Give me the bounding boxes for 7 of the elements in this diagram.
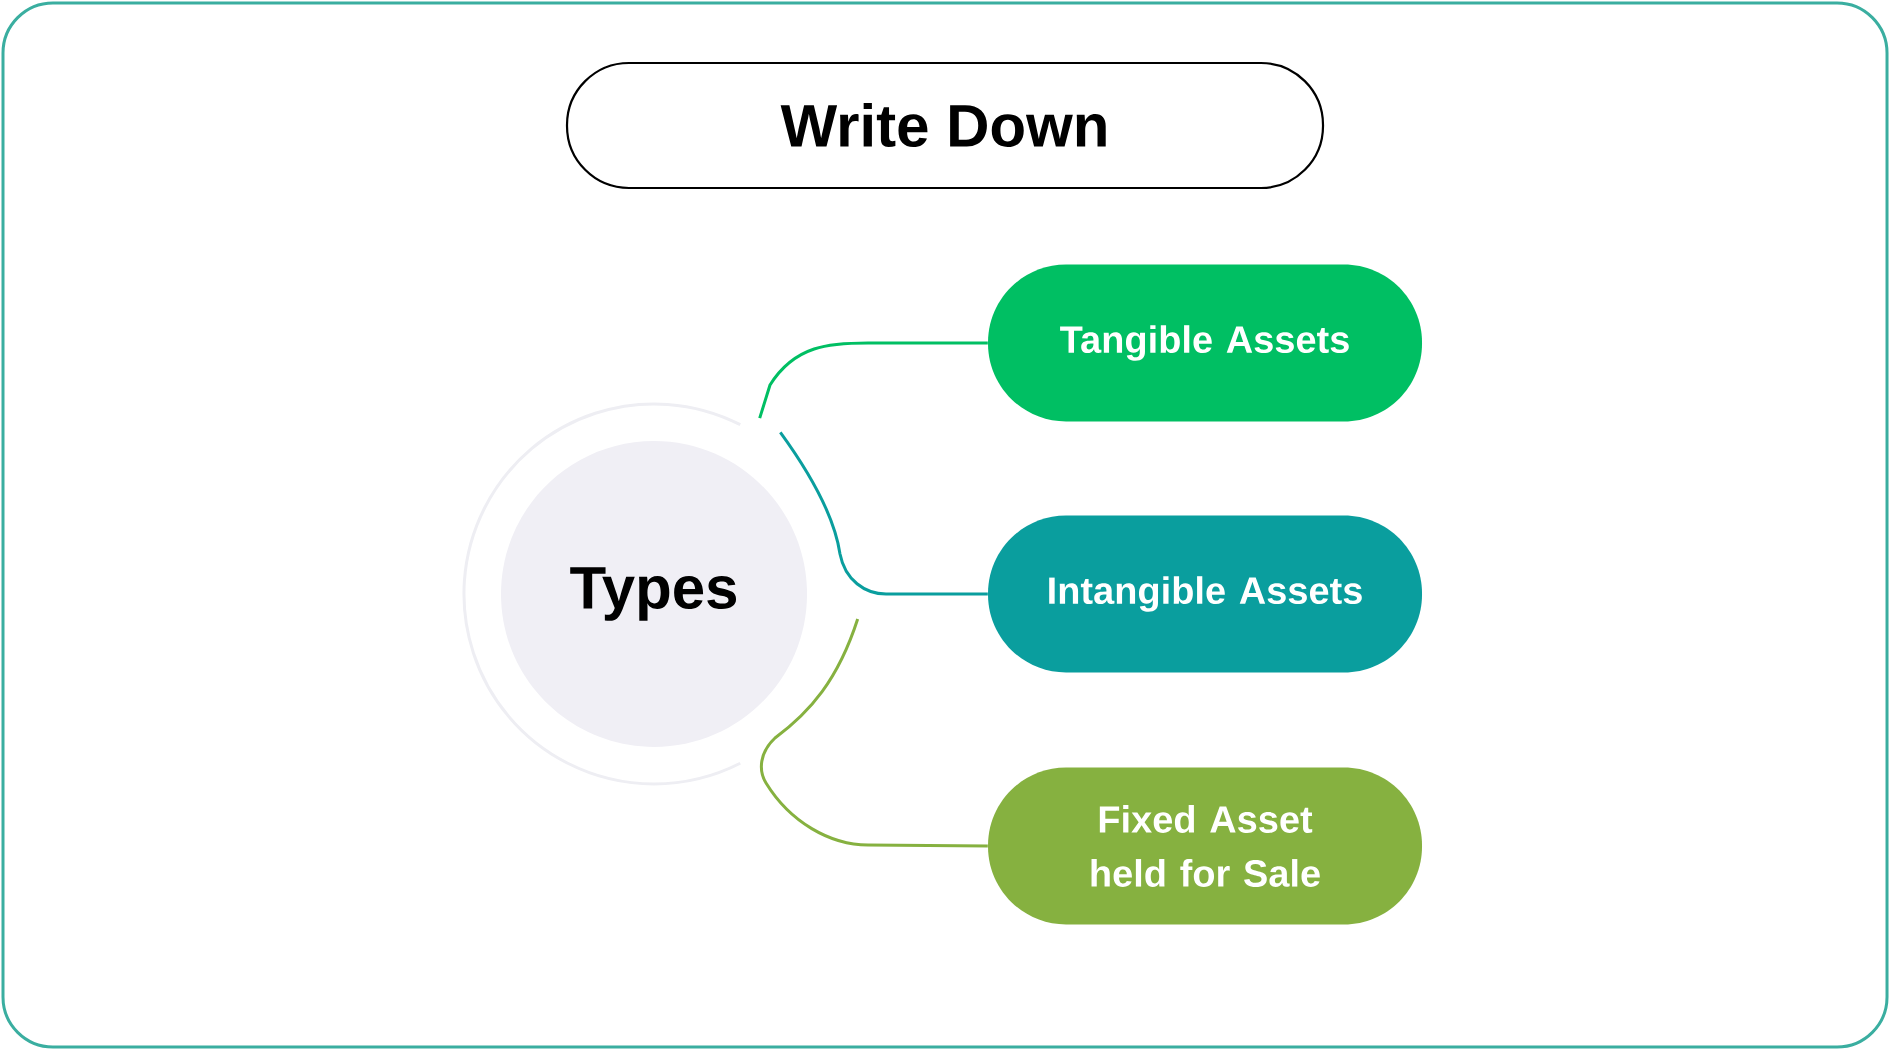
connector	[758, 341, 988, 419]
category-box: Intangible Assets	[988, 515, 1422, 673]
category-box: Fixed Asset held for Sale	[988, 767, 1422, 925]
connector	[779, 431, 988, 596]
category-box: Tangible Assets	[988, 264, 1422, 422]
title-pill: Write Down	[565, 61, 1325, 190]
connector	[759, 618, 988, 848]
